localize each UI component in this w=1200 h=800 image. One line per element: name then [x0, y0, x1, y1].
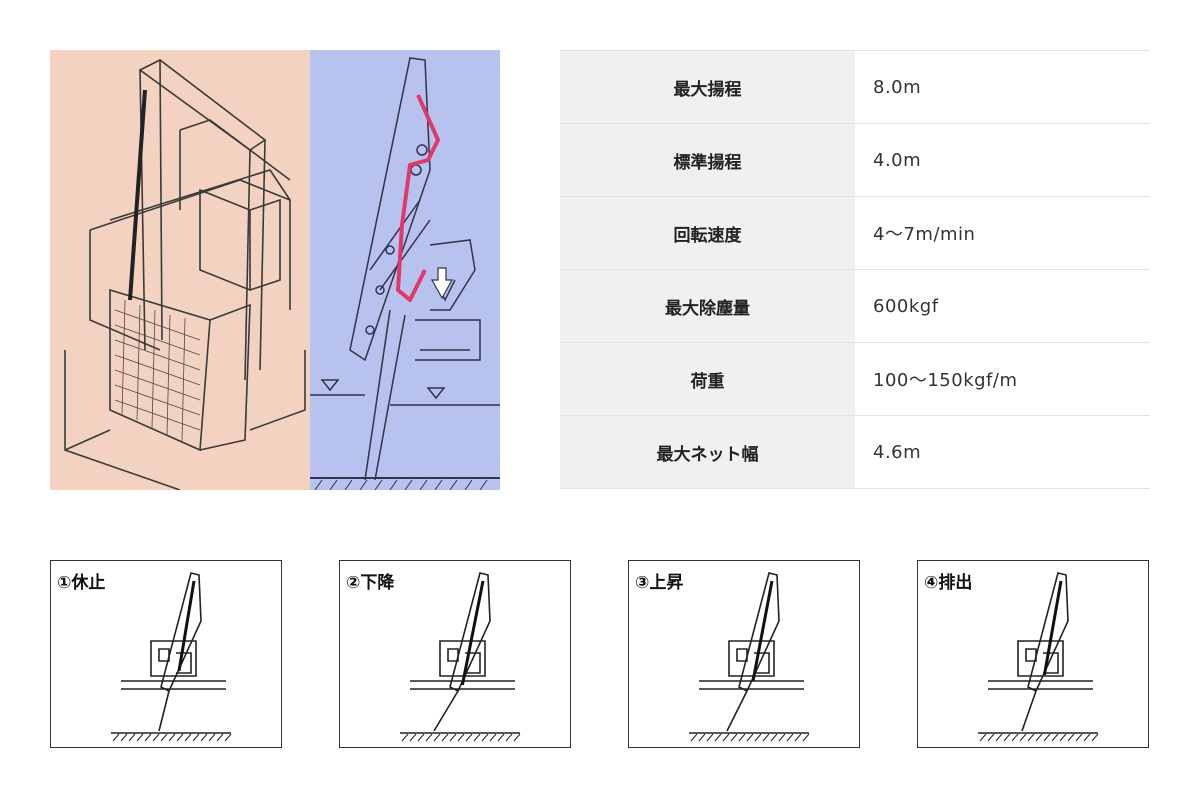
step-drawing: [400, 572, 521, 742]
section-drawing: [310, 57, 500, 490]
spec-value: 4.0m: [855, 123, 1150, 197]
step-panel-rest: ①休止: [50, 560, 282, 748]
spec-label: 荷重: [560, 342, 855, 416]
spec-value: 4〜7m/min: [855, 196, 1150, 270]
table-row: 最大揚程 8.0m: [560, 50, 1150, 124]
step-label: ②下降: [346, 573, 395, 593]
spec-value: 8.0m: [855, 50, 1150, 124]
isometric-machine-illustration: [50, 50, 310, 490]
spec-label: 最大揚程: [560, 50, 855, 124]
cross-section-illustration: [310, 50, 500, 490]
spec-label: 最大ネット幅: [560, 415, 855, 489]
table-row: 荷重 100〜150kgf/m: [560, 342, 1150, 416]
spec-value: 4.6m: [855, 415, 1150, 489]
table-row: 標準揚程 4.0m: [560, 123, 1150, 197]
spec-table: 最大揚程 8.0m 標準揚程 4.0m 回転速度 4〜7m/min 最大除塵量 …: [560, 50, 1150, 489]
discharge-arrow-icon: [430, 267, 454, 300]
step-panel-descend: ②下降: [339, 560, 571, 748]
table-row: 最大ネット幅 4.6m: [560, 415, 1150, 489]
spec-value: 600kgf: [855, 269, 1150, 343]
spec-label: 回転速度: [560, 196, 855, 270]
step-label: ③上昇: [635, 573, 684, 593]
step-panel-ascend: ③上昇: [628, 560, 860, 748]
table-row: 最大除塵量 600kgf: [560, 269, 1150, 343]
step-drawing: [978, 572, 1099, 742]
spec-label: 最大除塵量: [560, 269, 855, 343]
spec-value: 100〜150kgf/m: [855, 342, 1150, 416]
spec-label: 標準揚程: [560, 123, 855, 197]
step-panel-discharge: ④排出: [917, 560, 1149, 748]
step-label: ①休止: [57, 573, 106, 593]
table-row: 回転速度 4〜7m/min: [560, 196, 1150, 270]
step-drawing: [689, 572, 810, 742]
step-drawing: [111, 572, 232, 742]
highlight-chain-path: [396, 94, 440, 302]
isometric-drawing: [64, 59, 306, 490]
step-label: ④排出: [924, 573, 973, 593]
